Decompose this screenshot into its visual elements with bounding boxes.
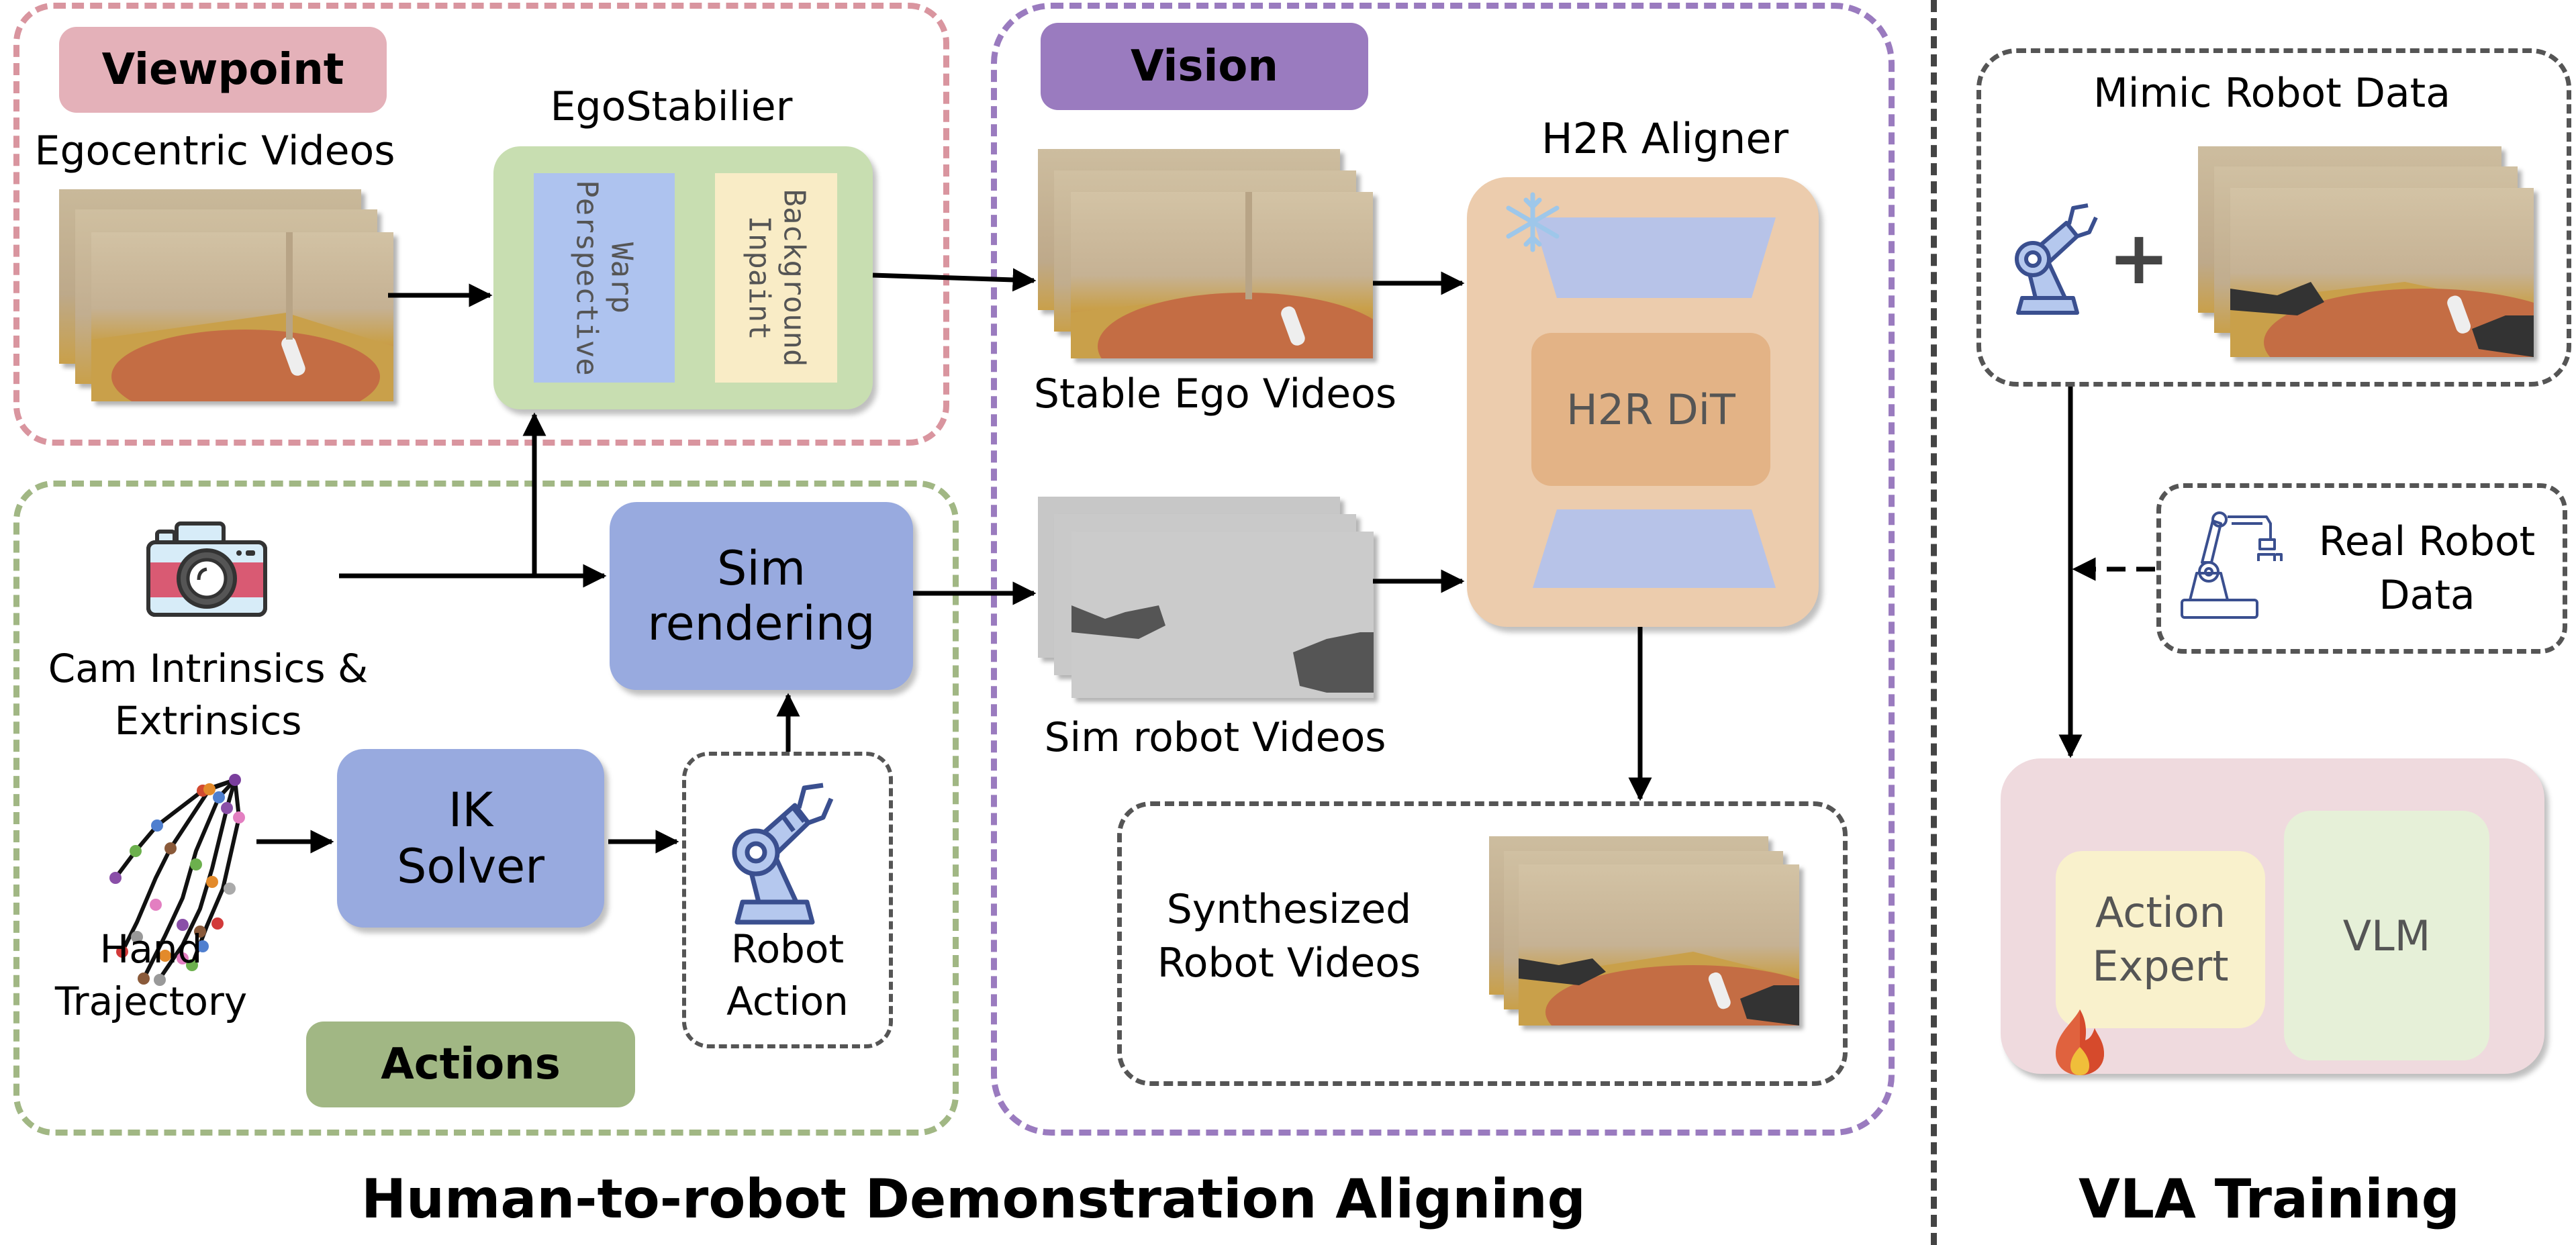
video-frame-front: [1519, 864, 1799, 1026]
h2r-dit-block: H2R DiT: [1531, 333, 1770, 486]
viewpoint-section: [13, 3, 949, 446]
cam-label-line1: Cam Intrinsics &: [48, 646, 369, 691]
hand-label-line2: Trajectory: [54, 979, 248, 1024]
section-divider: [1931, 0, 1937, 1245]
mimic-robot-data-box: [1976, 48, 2571, 387]
vlm-label: VLM: [2342, 911, 2431, 960]
ego-scene-graphic: [91, 232, 393, 401]
action-expert-label-line1: Action: [2095, 888, 2226, 937]
aligner-shapes: [1533, 217, 1776, 588]
synthesized-label-line2: Robot Videos: [1157, 940, 1421, 987]
ik-solver-block: IK Solver: [337, 749, 604, 928]
h2r-aligner-block: H2R DiT: [1467, 177, 1819, 627]
hand-label-line1: Hand: [99, 926, 203, 972]
robot-action-label-line2: Action: [726, 979, 849, 1024]
vlm-block: VLM: [2284, 811, 2489, 1060]
synth-scene-graphic: [1519, 952, 1799, 1026]
plus-sign: +: [2107, 215, 2170, 301]
fire-icon: [2026, 1007, 2104, 1077]
background-inpaint-block: Background Inpaint: [715, 173, 837, 383]
viewpoint-tag: Viewpoint: [59, 27, 387, 113]
synthesized-videos-box: [1117, 801, 1848, 1086]
warp-perspective-block: Warp Perspective: [534, 173, 675, 383]
mimic-robot-data-title: Mimic Robot Data: [2093, 70, 2450, 117]
video-frame-front: [1071, 532, 1374, 698]
real-robot-label-line2: Data: [2379, 572, 2475, 619]
stable-ego-videos-label: Stable Ego Videos: [1033, 370, 1397, 417]
video-frame-front: [2230, 188, 2534, 357]
robot-arm-icon: [2011, 201, 2105, 315]
robot-action-label-line1: Robot: [730, 926, 845, 972]
action-expert-block: Action Expert: [2056, 851, 2265, 1028]
actions-section: [13, 481, 959, 1136]
vla-model-block: Action Expert VLM: [2001, 758, 2544, 1077]
actions-tag: Actions: [306, 1022, 635, 1107]
ego-stabilier-title: EgoStabilier: [550, 83, 793, 130]
mimic-scene-graphic: [2230, 282, 2534, 357]
egocentric-videos-label: Egocentric Videos: [34, 128, 395, 175]
vision-tag: Vision: [1041, 23, 1368, 110]
sim-rendering-label-line1: Sim: [716, 541, 806, 596]
snowflake-icon: [1472, 192, 1560, 252]
synthesized-label-line1: Synthesized: [1166, 886, 1412, 933]
h2r-dit-label: H2R DiT: [1566, 385, 1735, 434]
vision-section: [991, 3, 1895, 1136]
cam-label-line2: Extrinsics: [114, 698, 302, 744]
warp-perspective-label: Warp Perspective: [570, 180, 640, 376]
sim-rendering-block: Sim rendering: [610, 502, 913, 690]
industrial-robot-icon: [2181, 511, 2295, 620]
ego-stabilier-block: Warp Perspective Background Inpaint: [493, 146, 873, 409]
caption-human-to-robot: Human-to-robot Demonstration Aligning: [361, 1168, 1586, 1230]
sim-rendering-label-line2: rendering: [647, 596, 875, 651]
ik-solver-label-line1: IK: [448, 783, 493, 838]
hand-keypoints-icon: [109, 770, 256, 991]
sim-robot-graphic: [1071, 605, 1374, 693]
video-frame-front: [91, 232, 393, 401]
decoder-trapezoid: [1533, 509, 1776, 588]
action-expert-label-line2: Expert: [2092, 942, 2229, 991]
sim-robot-videos-label: Sim robot Videos: [1044, 714, 1386, 761]
encoder-trapezoid: [1533, 217, 1776, 298]
real-robot-data-box: [2156, 483, 2567, 654]
real-robot-label-line1: Real Robot: [2318, 518, 2536, 565]
video-frame-front: [1071, 192, 1373, 358]
stable-scene-graphic: [1071, 192, 1373, 358]
background-inpaint-label: Background Inpaint: [742, 189, 811, 367]
robot-action-box: [682, 752, 893, 1048]
caption-vla-training: VLA Training: [2079, 1168, 2460, 1230]
camera-icon: [146, 521, 267, 617]
ik-solver-label-line2: Solver: [397, 839, 544, 894]
h2r-aligner-title: H2R Aligner: [1541, 114, 1788, 163]
robot-arm-icon: [729, 779, 837, 926]
